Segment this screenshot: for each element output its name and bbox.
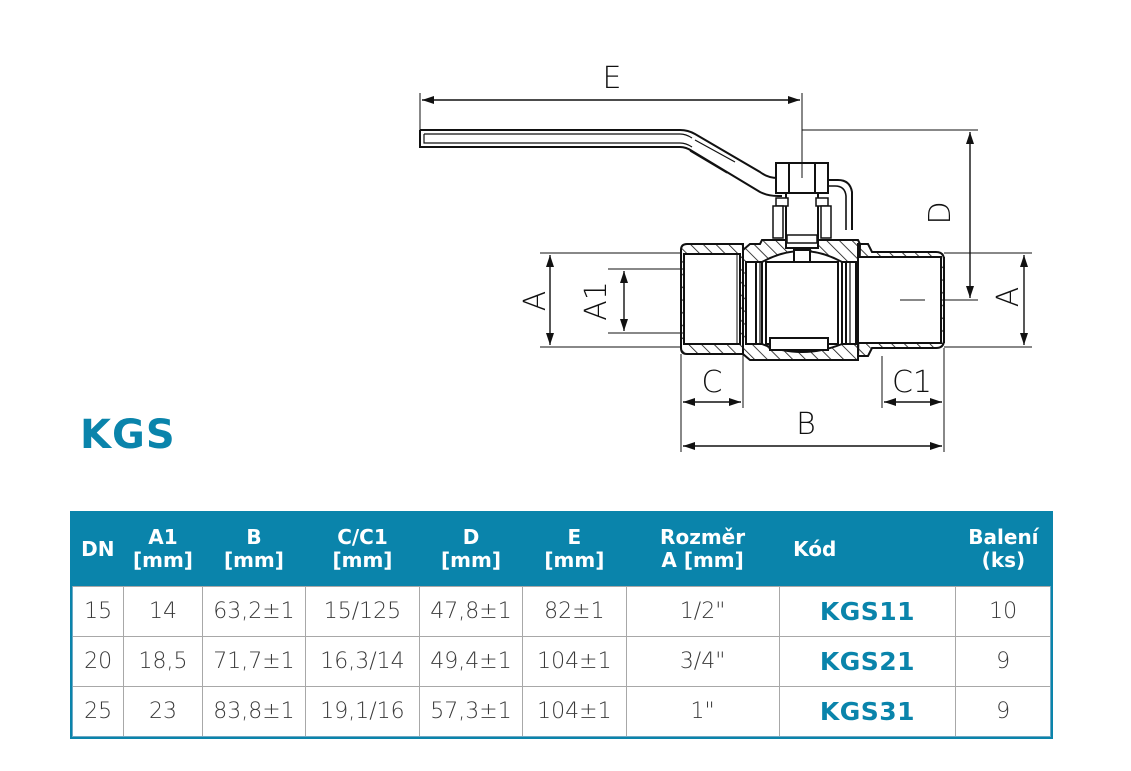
- dimension-label-e: E: [603, 61, 622, 96]
- dimension-e: E: [419, 61, 803, 178]
- header-a1: A1[mm]: [123, 512, 203, 587]
- header-d: D[mm]: [419, 512, 523, 587]
- dimension-label-c: C: [702, 365, 723, 400]
- cell-c-c1: 19,1/16: [305, 686, 420, 738]
- cell-a1: 23: [123, 686, 203, 738]
- cell-rozmer: 1": [625, 686, 780, 738]
- table-row: 15 14 63,2±1 15/125 47,8±1 82±1 1/2" KGS…: [71, 586, 1053, 637]
- dimension-a-left: A: [518, 252, 681, 348]
- cell-kod: KGS31: [778, 686, 957, 738]
- cell-c-c1: 16,3/14: [305, 636, 420, 687]
- cell-e: 104±1: [522, 636, 627, 687]
- cell-kod: KGS11: [778, 586, 957, 637]
- cell-rozmer: 3/4": [625, 636, 780, 687]
- valve-stem: [772, 162, 832, 244]
- header-dn: DN: [72, 512, 124, 587]
- dimension-c: C: [680, 354, 744, 452]
- dimension-a1: A1: [579, 268, 684, 334]
- cell-b: 83,8±1: [201, 686, 307, 738]
- dimension-a-right: A: [944, 252, 1032, 348]
- cell-baleni: 9: [955, 636, 1053, 687]
- dimension-label-d: D: [923, 201, 958, 224]
- cell-dn: 25: [71, 686, 125, 738]
- dimension-label-a-left: A: [518, 291, 553, 312]
- table-row: 25 23 83,8±1 19,1/16 57,3±1 104±1 1" KGS…: [71, 686, 1053, 738]
- cell-a1: 14: [123, 586, 203, 637]
- cell-baleni: 10: [955, 586, 1053, 637]
- cell-kod: KGS21: [778, 636, 957, 687]
- header-b: B[mm]: [202, 512, 306, 587]
- cell-e: 82±1: [522, 586, 627, 637]
- dimension-label-a-right: A: [991, 287, 1026, 308]
- valve-body: [680, 239, 945, 361]
- cell-c-c1: 15/125: [305, 586, 420, 637]
- ball-valve-technical-drawing: E D: [419, 61, 1032, 452]
- cell-d: 57,3±1: [418, 686, 524, 738]
- table-row: 20 18,5 71,7±1 16,3/14 49,4±1 104±1 3/4"…: [71, 636, 1053, 687]
- cell-a1: 18,5: [123, 636, 203, 687]
- header-kod: Kód: [779, 512, 956, 587]
- cell-dn: 15: [71, 586, 125, 637]
- cell-b: 63,2±1: [201, 586, 307, 637]
- specification-table: DN A1[mm] B[mm] C/C1[mm] D[mm] E[mm] Roz…: [70, 511, 1053, 739]
- valve-lever: [419, 129, 853, 230]
- table-header-row: DN A1[mm] B[mm] C/C1[mm] D[mm] E[mm] Roz…: [72, 512, 1051, 587]
- cell-rozmer: 1/2": [625, 586, 780, 637]
- cell-e: 104±1: [522, 686, 627, 738]
- header-c-c1: C/C1[mm]: [305, 512, 420, 587]
- dimension-d: D: [802, 129, 978, 301]
- header-e: E[mm]: [522, 512, 627, 587]
- cell-b: 71,7±1: [201, 636, 307, 687]
- cell-d: 47,8±1: [418, 586, 524, 637]
- dimension-label-b: B: [796, 407, 816, 442]
- dimension-label-a1: A1: [579, 281, 614, 321]
- cell-baleni: 9: [955, 686, 1053, 738]
- dimension-label-c1: C1: [892, 365, 932, 400]
- dimension-c1: C1: [881, 348, 945, 452]
- product-title: KGS: [80, 412, 176, 458]
- dimension-b: B: [683, 407, 942, 450]
- header-baleni: Balení(ks): [955, 512, 1051, 587]
- cell-dn: 20: [71, 636, 125, 687]
- cell-d: 49,4±1: [418, 636, 524, 687]
